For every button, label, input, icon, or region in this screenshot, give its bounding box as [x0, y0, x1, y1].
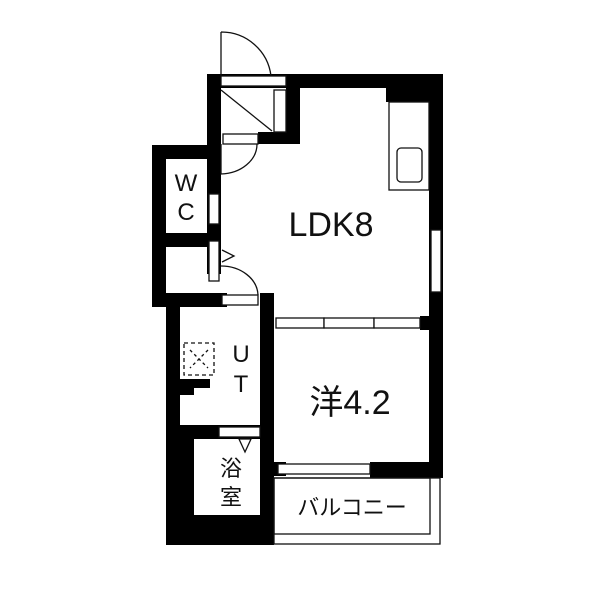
room-label-ut-u: U: [232, 341, 249, 368]
room-label-ut-t: T: [234, 371, 249, 398]
room-label-wc-c: C: [177, 199, 194, 226]
room-label-bath-1: 浴: [220, 456, 242, 481]
windows: [208, 75, 442, 475]
door-swings: [220, 31, 273, 454]
balcony: [273, 477, 441, 545]
room-label-bath-2: 室: [220, 485, 242, 510]
washing-machine-icon: [183, 342, 215, 376]
room-label-ldk: LDK8: [288, 206, 373, 244]
kitchen-counter: [388, 101, 430, 191]
room-label-western: 洋4.2: [309, 384, 390, 422]
room-label-wc-w: W: [175, 170, 198, 197]
room-label-balcony: バルコニー: [297, 495, 407, 520]
